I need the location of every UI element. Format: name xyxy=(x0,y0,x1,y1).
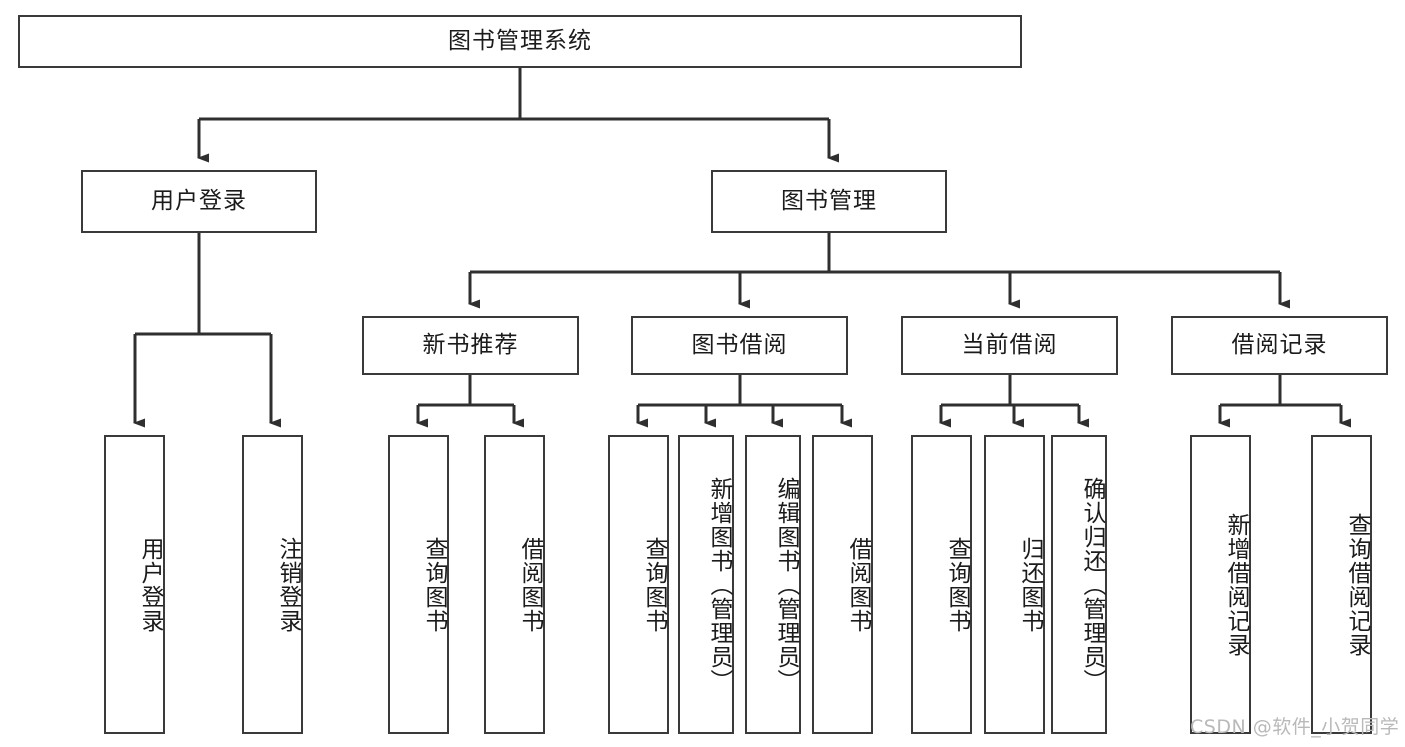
node-leaf-edit-book-admin[interactable]: 编辑图书（管理员） xyxy=(745,435,801,734)
node-book-borrow-label: 图书借阅 xyxy=(691,331,788,358)
node-book-borrow[interactable]: 图书借阅 xyxy=(631,316,848,375)
node-book-manage[interactable]: 图书管理 xyxy=(711,170,947,233)
node-root-label: 图书管理系统 xyxy=(448,27,592,54)
node-leaf-confirm-return-admin[interactable]: 确认归还（管理员） xyxy=(1051,435,1107,734)
node-leaf-user-login[interactable]: 用户登录 xyxy=(104,435,165,734)
node-leaf-query-book-rec-label: 查询图书 xyxy=(421,536,447,633)
node-leaf-borrow-book-label: 借阅图书 xyxy=(845,536,871,633)
node-borrow-record[interactable]: 借阅记录 xyxy=(1171,316,1388,375)
node-leaf-edit-book-admin-label: 编辑图书（管理员） xyxy=(773,476,799,693)
node-leaf-user-login-label: 用户登录 xyxy=(137,536,163,633)
node-leaf-return-book[interactable]: 归还图书 xyxy=(984,435,1045,734)
node-leaf-query-book-borrow-label: 查询图书 xyxy=(641,536,667,633)
node-leaf-add-borrow-record-label: 新增借阅记录 xyxy=(1223,512,1249,657)
node-leaf-query-borrow-record[interactable]: 查询借阅记录 xyxy=(1311,435,1372,734)
node-leaf-query-borrow-record-label: 查询借阅记录 xyxy=(1344,512,1370,657)
node-leaf-add-book-admin[interactable]: 新增图书（管理员） xyxy=(678,435,734,734)
node-leaf-borrow-book-rec-label: 借阅图书 xyxy=(517,536,543,633)
node-current-borrow-label: 当前借阅 xyxy=(961,331,1058,358)
node-new-book-recommend-label: 新书推荐 xyxy=(422,331,519,358)
node-leaf-query-book-current[interactable]: 查询图书 xyxy=(911,435,972,734)
node-leaf-add-borrow-record[interactable]: 新增借阅记录 xyxy=(1190,435,1251,734)
node-leaf-query-book-current-label: 查询图书 xyxy=(944,536,970,633)
node-leaf-user-logout-label: 注销登录 xyxy=(275,536,301,633)
node-user-login[interactable]: 用户登录 xyxy=(81,170,317,233)
node-leaf-query-book-rec[interactable]: 查询图书 xyxy=(388,435,449,734)
node-new-book-recommend[interactable]: 新书推荐 xyxy=(362,316,579,375)
node-leaf-add-book-admin-label: 新增图书（管理员） xyxy=(706,476,732,693)
node-leaf-return-book-label: 归还图书 xyxy=(1017,536,1043,633)
node-book-manage-label: 图书管理 xyxy=(781,187,877,214)
node-leaf-confirm-return-admin-label: 确认归还（管理员） xyxy=(1079,476,1105,693)
node-current-borrow[interactable]: 当前借阅 xyxy=(901,316,1118,375)
node-borrow-record-label: 借阅记录 xyxy=(1231,331,1328,358)
node-root[interactable]: 图书管理系统 xyxy=(18,15,1022,68)
node-leaf-borrow-book[interactable]: 借阅图书 xyxy=(812,435,873,734)
node-leaf-user-logout[interactable]: 注销登录 xyxy=(242,435,303,734)
watermark-text: CSDN @软件_小贺同学 xyxy=(1190,716,1400,738)
node-leaf-borrow-book-rec[interactable]: 借阅图书 xyxy=(484,435,545,734)
node-user-login-label: 用户登录 xyxy=(151,187,247,214)
node-leaf-query-book-borrow[interactable]: 查询图书 xyxy=(608,435,669,734)
